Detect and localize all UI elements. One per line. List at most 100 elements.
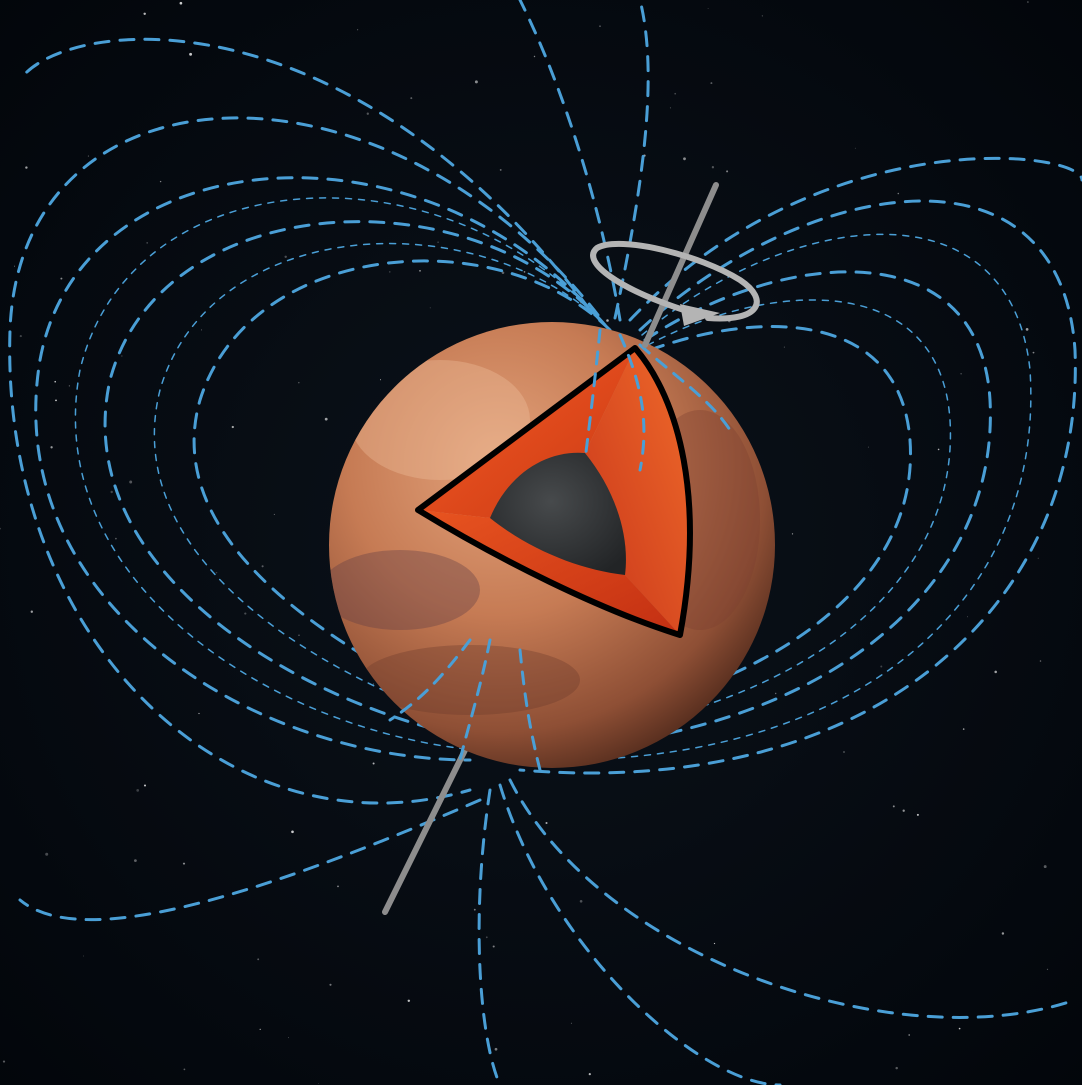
star <box>994 670 997 674</box>
mars-planet <box>329 322 775 768</box>
star <box>683 157 686 161</box>
star <box>962 728 965 730</box>
star <box>501 271 505 274</box>
star <box>791 533 794 535</box>
star <box>897 192 900 195</box>
star <box>261 565 264 568</box>
star <box>492 945 495 948</box>
star <box>110 490 113 494</box>
star <box>288 1037 290 1039</box>
star <box>407 999 411 1003</box>
star <box>198 712 200 715</box>
star <box>895 1066 898 1070</box>
star <box>54 380 56 383</box>
star <box>215 571 218 574</box>
field-line <box>638 343 732 432</box>
star <box>1027 1 1029 3</box>
star <box>273 513 275 515</box>
star <box>880 665 883 668</box>
star <box>0 527 1 530</box>
rotation-axis-upper <box>642 182 719 348</box>
surface-dark-region <box>329 550 480 630</box>
star <box>189 52 193 56</box>
star <box>960 373 962 375</box>
star <box>937 448 940 451</box>
star <box>606 319 609 322</box>
star <box>494 1047 498 1051</box>
field-line <box>518 0 622 322</box>
star <box>485 936 488 939</box>
star <box>1001 932 1005 935</box>
star <box>372 762 375 765</box>
field-line <box>103 220 607 742</box>
field-line <box>518 648 542 772</box>
field-line <box>498 783 782 1085</box>
field-line <box>628 156 1082 322</box>
star <box>410 97 413 100</box>
star <box>669 107 671 109</box>
rotation-arrow-icon <box>590 240 760 326</box>
field-line <box>508 778 1077 1019</box>
star <box>707 7 709 9</box>
star <box>357 29 359 31</box>
field-line <box>192 259 612 722</box>
star <box>545 821 548 825</box>
star <box>867 446 869 448</box>
star <box>13 265 16 267</box>
star <box>726 170 729 173</box>
star <box>588 1073 591 1076</box>
star <box>473 908 476 911</box>
field-line <box>528 270 992 752</box>
field-line <box>458 638 492 762</box>
star <box>159 180 162 183</box>
star <box>291 830 294 834</box>
star <box>713 942 716 945</box>
star <box>674 92 677 95</box>
star <box>182 862 186 865</box>
star <box>533 55 536 58</box>
star <box>366 112 369 115</box>
star <box>19 335 22 338</box>
star <box>134 859 137 862</box>
star <box>499 168 502 171</box>
star <box>143 784 147 787</box>
star <box>523 271 526 273</box>
star <box>146 242 149 244</box>
mantle-face-bottom <box>418 510 680 635</box>
star <box>68 385 71 387</box>
star <box>958 1027 961 1030</box>
field-line <box>74 197 603 751</box>
field-line <box>153 242 609 731</box>
star <box>570 1022 572 1024</box>
star <box>298 634 300 636</box>
star <box>284 255 287 259</box>
star <box>1025 328 1029 331</box>
star <box>136 789 140 792</box>
star <box>579 899 583 903</box>
star <box>1037 557 1039 559</box>
field-line <box>18 798 482 922</box>
field-line <box>34 176 602 762</box>
star <box>55 399 57 402</box>
star <box>45 852 49 856</box>
cutaway-outline <box>415 345 693 638</box>
surface-light-region <box>350 360 530 480</box>
star <box>711 166 715 169</box>
star <box>474 80 478 84</box>
star <box>318 1083 320 1084</box>
star <box>201 329 203 331</box>
star <box>298 381 300 384</box>
star <box>1032 351 1035 354</box>
star <box>599 25 601 27</box>
star <box>429 307 431 309</box>
star <box>60 277 63 280</box>
star <box>337 885 339 888</box>
star <box>231 425 234 429</box>
star <box>83 955 84 957</box>
mantle-face-right <box>585 348 690 635</box>
magnetic-field-lines-front <box>388 328 732 772</box>
field-line <box>613 0 650 320</box>
star <box>761 15 763 17</box>
cutaway-section <box>415 345 693 638</box>
star <box>419 270 421 272</box>
